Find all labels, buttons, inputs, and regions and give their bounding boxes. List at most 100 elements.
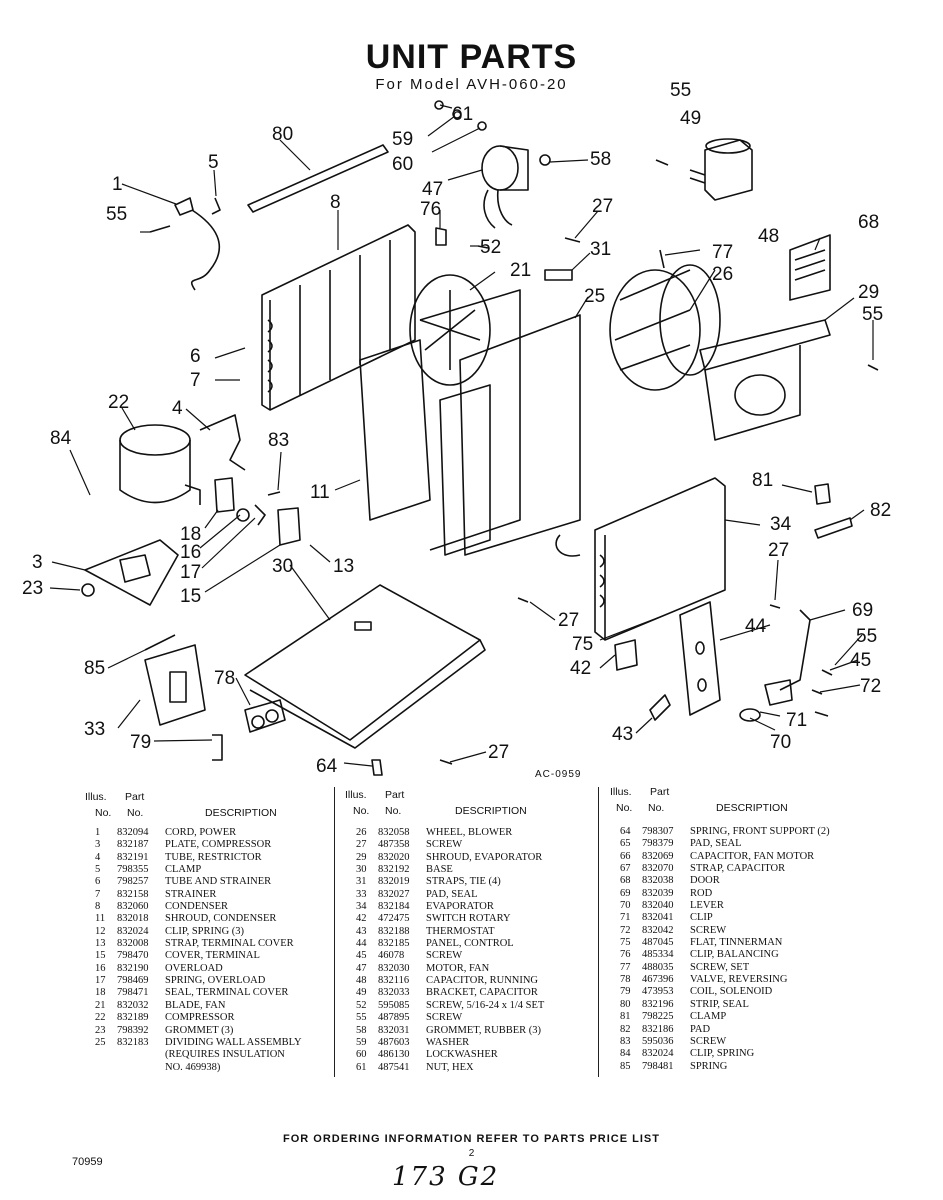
callout-31: 31 <box>590 239 611 260</box>
callout-34: 34 <box>770 514 792 535</box>
callout-72: 72 <box>860 676 881 697</box>
condenser-coil-drawing <box>261 224 416 411</box>
callout-80: 80 <box>272 124 293 145</box>
illus-no: 18 <box>95 987 106 999</box>
part-description: NUT, HEX <box>426 1061 474 1073</box>
part-no: 798481 <box>642 1060 674 1072</box>
part-description: EVAPORATOR <box>426 901 494 913</box>
door-drawing <box>789 234 831 301</box>
base-drawing <box>244 584 486 749</box>
callout-22: 22 <box>108 392 129 413</box>
part-no: 832008 <box>117 938 149 950</box>
table-row: NO. 469938) <box>95 1062 330 1074</box>
illus-no: 77 <box>620 961 631 973</box>
callout-33: 33 <box>84 719 105 740</box>
illus-no: 84 <box>620 1048 631 1060</box>
part-no <box>117 1062 165 1074</box>
part-description: COMPRESSOR <box>165 1012 235 1024</box>
part-description: CONDENSER <box>165 901 229 913</box>
clamp-drawing <box>814 483 831 505</box>
illus-no: 67 <box>620 863 631 875</box>
part-description: BRACKET, CAPACITOR <box>426 987 538 999</box>
part-description: CLIP, BALANCING <box>690 949 779 961</box>
illus-no: 45 <box>356 950 367 962</box>
illus-no: 22 <box>95 1012 106 1024</box>
callout-1: 1 <box>112 174 123 195</box>
part-description: WHEEL, BLOWER <box>426 827 513 838</box>
table-header-col1: Illus.Part No.No.DESCRIPTION <box>85 791 277 819</box>
table-row: (REQUIRES INSULATION <box>95 1049 330 1061</box>
evaporator-coil-drawing <box>555 477 726 641</box>
illus-no: 13 <box>95 938 106 950</box>
part-description: PAD, SEAL <box>690 838 742 850</box>
callout-13: 13 <box>333 556 354 577</box>
callout-64: 64 <box>316 756 338 777</box>
callout-55: 55 <box>106 204 127 225</box>
part-no: 832031 <box>378 1024 410 1036</box>
illus-no: 52 <box>356 999 367 1011</box>
part-description: CLIP, SPRING <box>690 1048 755 1060</box>
compressor-drawing <box>119 424 201 505</box>
part-no: 487541 <box>378 1061 410 1073</box>
part-description: (REQUIRES INSULATION <box>165 1049 285 1061</box>
pad-drawing <box>814 517 853 539</box>
part-description: SPRING, OVERLOAD <box>165 975 266 987</box>
callout-45: 45 <box>850 650 871 671</box>
part-description: COIL, SOLENOID <box>690 986 773 998</box>
part-no: 832188 <box>378 925 410 937</box>
callout-55: 55 <box>670 80 691 101</box>
part-no: 832186 <box>642 1023 674 1035</box>
part-description: SHROUD, CONDENSER <box>165 913 277 925</box>
callout-48: 48 <box>758 226 779 247</box>
callout-3: 3 <box>32 552 43 573</box>
illus-no: 69 <box>620 887 631 899</box>
part-no: 832039 <box>642 887 674 899</box>
illus-no: 80 <box>620 998 631 1010</box>
illus-no: 60 <box>356 1049 367 1061</box>
callout-59: 59 <box>392 129 413 150</box>
callout-17: 17 <box>180 562 201 583</box>
callout-61: 61 <box>452 104 473 125</box>
part-no: 595036 <box>642 1035 674 1047</box>
part-no: 832116 <box>378 975 410 987</box>
callout-26: 26 <box>712 264 733 285</box>
part-no: 595085 <box>378 999 410 1011</box>
callout-78: 78 <box>214 668 235 689</box>
illus-no: 59 <box>356 1036 367 1048</box>
part-no: 472475 <box>378 913 410 925</box>
illus-no: 49 <box>356 987 367 999</box>
callout-11: 11 <box>310 482 330 503</box>
callout-15: 15 <box>180 586 201 607</box>
part-description: WASHER <box>426 1036 470 1048</box>
illus-no: 6 <box>95 876 101 888</box>
part-description: LEVER <box>690 900 724 912</box>
part-description: PAD, SEAL <box>426 888 478 900</box>
document-id: 70959 <box>72 1156 103 1168</box>
table-header-col2: Illus.Part No.No.DESCRIPTION <box>345 789 527 817</box>
illus-no: 30 <box>356 864 367 876</box>
part-no: 487045 <box>642 937 674 949</box>
illus-no: 78 <box>620 974 631 986</box>
part-description: SWITCH ROTARY <box>426 913 511 925</box>
part-no: 798470 <box>117 950 149 962</box>
